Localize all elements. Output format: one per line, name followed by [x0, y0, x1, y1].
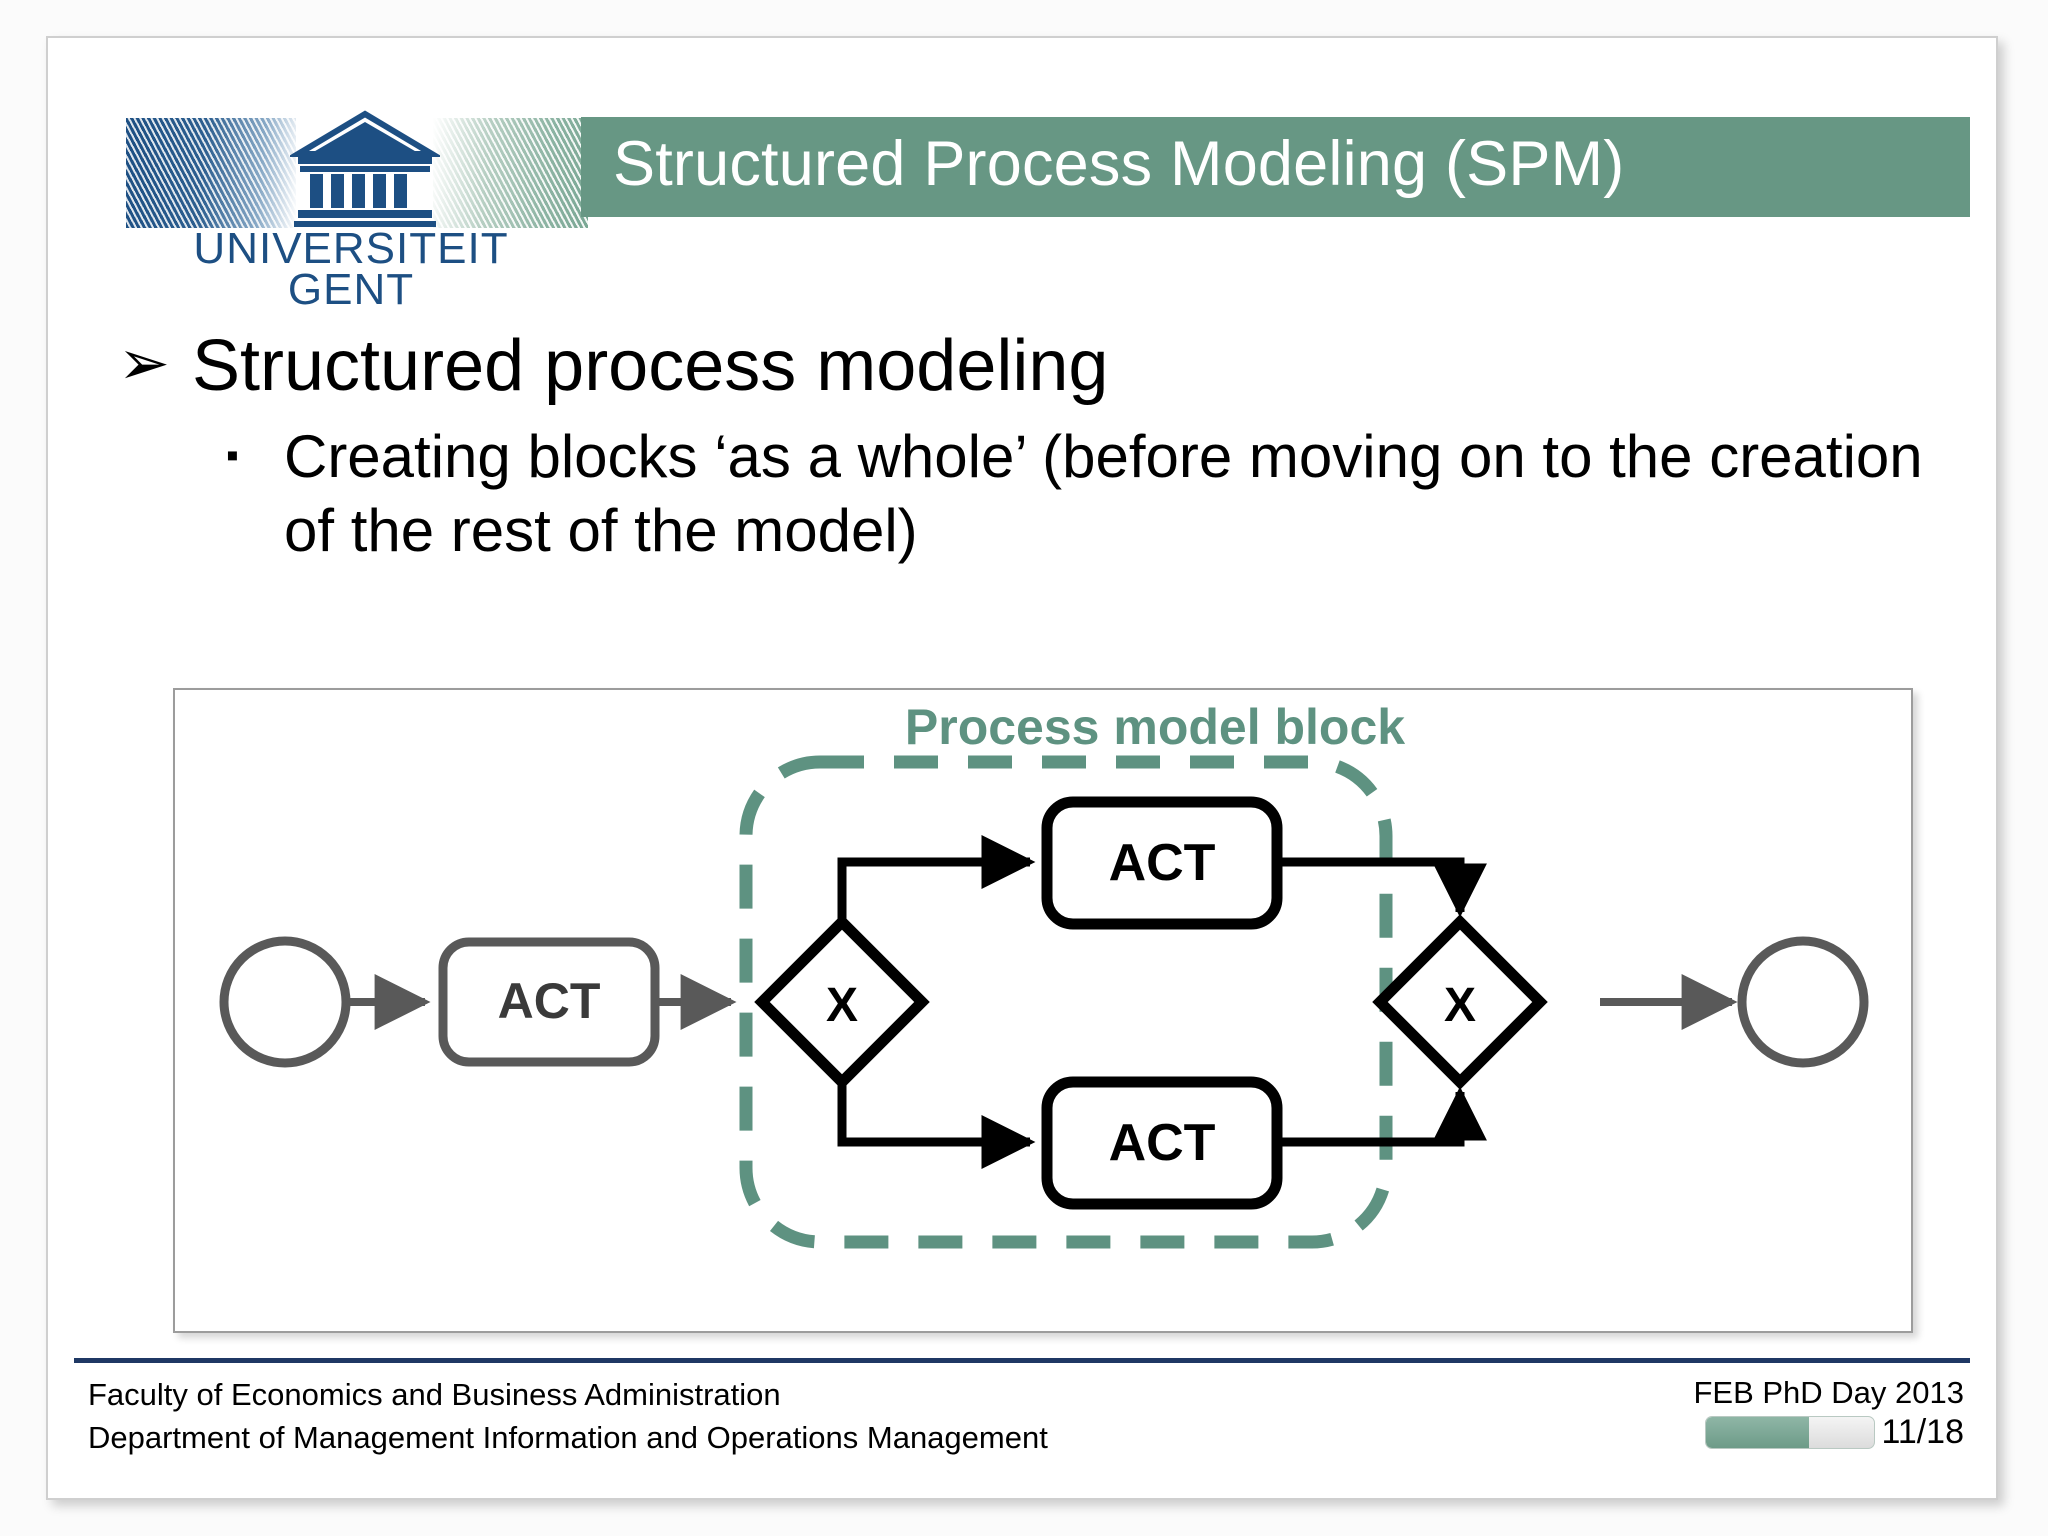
task-label-act-bottom: ACT	[1109, 1114, 1216, 1172]
task-label-act-top: ACT	[1109, 834, 1216, 892]
bullet-level-2: ▪ Creating blocks ‘as a whole’ (before m…	[226, 420, 1948, 566]
presentation-slide: UNIVERSITEIT GENT Structured Process Mod…	[46, 36, 1998, 1500]
logo-line-2: GENT	[287, 265, 415, 315]
progress-bar-track	[1705, 1415, 1876, 1449]
footer-affiliation: Faculty of Economics and Business Admini…	[88, 1374, 1048, 1460]
ugent-logo: UNIVERSITEIT GENT	[78, 110, 598, 312]
slide-header: UNIVERSITEIT GENT Structured Process Mod…	[48, 38, 1996, 312]
arrowhead-bullet-icon: ➢	[118, 329, 170, 398]
edge-act-bottom-to-join	[1277, 1086, 1487, 1147]
page-counter: 11/18	[1881, 1413, 1964, 1452]
slide-footer: Faculty of Economics and Business Admini…	[48, 1368, 1996, 1488]
square-bullet-icon: ▪	[226, 434, 239, 476]
footer-department: Department of Management Information and…	[88, 1419, 1048, 1455]
footer-meta: FEB PhD Day 2013 11/18	[1693, 1374, 1964, 1449]
logo-brush-strokes-left-icon	[126, 118, 296, 228]
edge-act-top-to-join	[1277, 857, 1487, 918]
slide-progress: 11/18	[1693, 1415, 1964, 1449]
edge-split-to-act-top	[837, 835, 1036, 922]
slide-title-bar: Structured Process Modeling (SPM)	[581, 117, 1970, 217]
slide-body: ➢ Structured process modeling ▪ Creating…	[118, 328, 1948, 567]
footer-divider	[74, 1358, 1970, 1363]
bullet-level-2-text: Creating blocks ‘as a whole’ (before mov…	[284, 423, 1923, 564]
xor-gateway-join	[1372, 914, 1548, 1090]
edge-split-to-act-bottom	[837, 1082, 1036, 1169]
bpmn-process-diagram: ACT X ACT ACT X	[219, 755, 1869, 1249]
task-label-act-pre: ACT	[498, 973, 601, 1029]
progress-bar-fill	[1706, 1416, 1809, 1448]
process-diagram-panel: ACT X ACT ACT X P	[173, 688, 1913, 1333]
bullet-level-1: ➢ Structured process modeling	[118, 326, 1948, 406]
end-event-node	[1737, 936, 1869, 1068]
footer-faculty: Faculty of Economics and Business Admini…	[88, 1377, 781, 1412]
logo-brush-strokes-right-icon	[433, 118, 588, 228]
temple-icon	[290, 110, 440, 227]
xor-gateway-join-label: X	[1444, 979, 1476, 1032]
xor-gateway-split-label: X	[826, 979, 858, 1032]
start-event-node	[219, 936, 351, 1068]
footer-event-label: FEB PhD Day 2013	[1693, 1375, 1964, 1410]
logo-wordmark: UNIVERSITEIT GENT	[186, 224, 516, 315]
bullet-level-1-text: Structured process modeling	[192, 326, 1109, 406]
page-title: Structured Process Modeling (SPM)	[613, 128, 1625, 199]
process-model-block-label: Process model block	[904, 699, 1406, 755]
logo-line-1: UNIVERSITEIT	[193, 224, 509, 273]
